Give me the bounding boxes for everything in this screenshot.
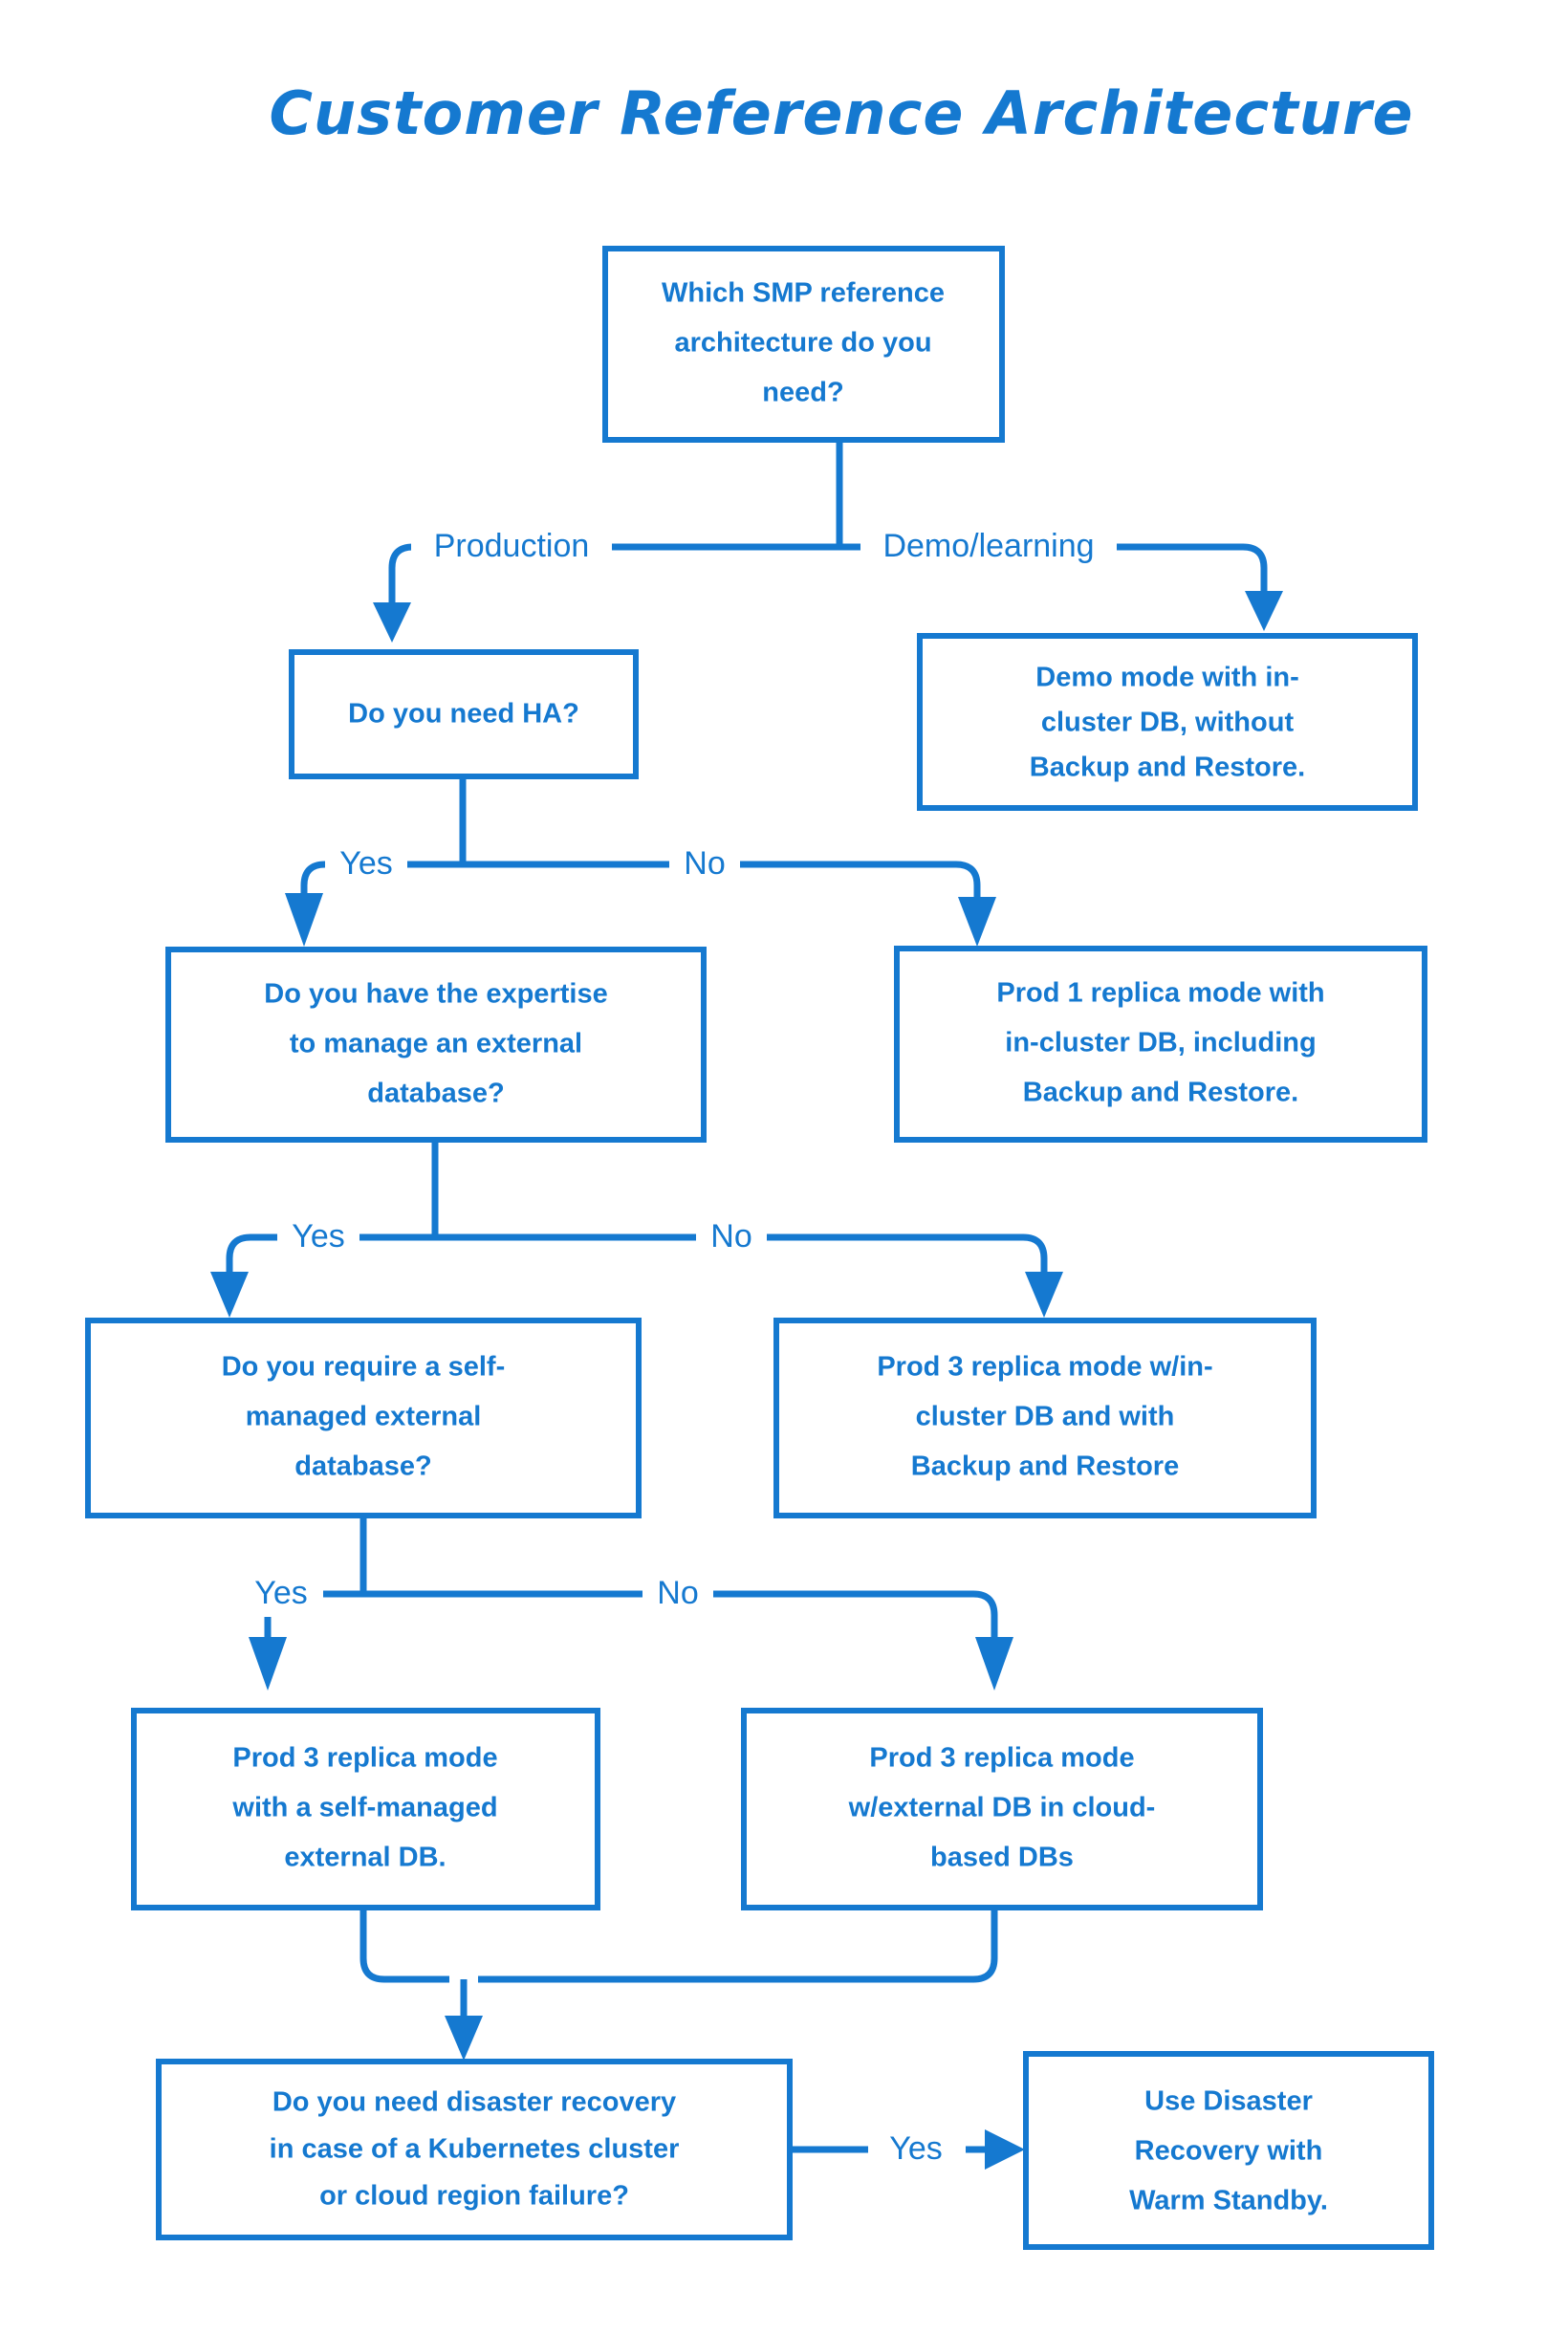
label-bg-ha-yes xyxy=(325,841,407,887)
node-use-disaster-recovery-warm-standby-outcome[interactable]: Use Disaster Recovery with Warm Standby. xyxy=(1023,2051,1434,2250)
node-box-expertise xyxy=(165,947,707,1143)
node-box-prod3-selfmanaged xyxy=(131,1708,600,1910)
node-box-self-managed xyxy=(85,1318,642,1518)
node-root-line-1: Which SMP reference xyxy=(662,278,945,309)
node-expertise-line-3: database? xyxy=(367,1079,504,1109)
node-box-warm-standby xyxy=(1023,2051,1434,2250)
label-bg-demo-learning xyxy=(860,524,1117,570)
edge-label-ha-yes: Yes xyxy=(339,845,392,882)
node-do-you-have-expertise[interactable]: Do you have the expertise to manage an e… xyxy=(165,947,707,1143)
node-self-managed-line-1: Do you require a self- xyxy=(222,1352,506,1383)
node-demo-mode-line-2: cluster DB, without xyxy=(1041,708,1295,738)
node-prod1-line-2: in-cluster DB, including xyxy=(1005,1028,1316,1058)
node-prod3-cloud-line-2: w/external DB in cloud- xyxy=(848,1793,1156,1823)
node-root-line-2: architecture do you xyxy=(674,328,931,359)
node-box-disaster-recovery xyxy=(156,2059,793,2240)
node-do-you-need-disaster-recovery[interactable]: Do you need disaster recovery in case of… xyxy=(156,2059,793,2240)
arrow-selfmanaged-no xyxy=(975,1637,1013,1691)
edge-label-ha-no: No xyxy=(684,845,725,882)
node-box-root xyxy=(602,246,1005,443)
label-bg-ha-no xyxy=(669,841,740,887)
node-self-managed-line-2: managed external xyxy=(246,1402,482,1432)
node-demo-mode-outcome[interactable]: Demo mode with in- cluster DB, without B… xyxy=(917,633,1418,811)
edge-label-production: Production xyxy=(434,528,590,564)
node-prod3-incluster-line-3: Backup and Restore xyxy=(911,1451,1179,1482)
edge-merge-right xyxy=(478,1908,998,1983)
edge-label-expertise-no: No xyxy=(710,1218,751,1255)
node-prod-3-replica-incluster-outcome[interactable]: Prod 3 replica mode w/in- cluster DB and… xyxy=(773,1318,1317,1518)
node-self-managed-line-3: database? xyxy=(294,1451,431,1482)
edge-expertise-no xyxy=(435,1233,1048,1272)
node-warm-standby-line-1: Use Disaster xyxy=(1144,2086,1313,2117)
node-demo-mode-line-3: Backup and Restore. xyxy=(1030,753,1305,783)
label-bg-production xyxy=(411,524,612,570)
node-dr-line-1: Do you need disaster recovery xyxy=(272,2087,676,2118)
node-do-you-require-self-managed-db[interactable]: Do you require a self- managed external … xyxy=(85,1318,642,1518)
edge-root-to-demo xyxy=(839,543,1268,591)
edge-merge-left xyxy=(359,1908,449,1983)
arrow-expertise-yes xyxy=(210,1272,249,1318)
node-box-prod3-cloud xyxy=(741,1708,1263,1910)
arrow-to-disaster-recovery xyxy=(445,2016,483,2061)
node-expertise-line-1: Do you have the expertise xyxy=(264,979,607,1010)
edge-label-dr-yes: Yes xyxy=(889,2130,942,2167)
node-prod3-incluster-line-1: Prod 3 replica mode w/in- xyxy=(877,1352,1212,1383)
page-title: Customer Reference Architecture xyxy=(269,78,1413,148)
node-do-you-need-ha[interactable]: Do you need HA? xyxy=(289,649,639,779)
node-prod1-line-3: Backup and Restore. xyxy=(1023,1078,1298,1108)
label-bg-selfmanaged-yes xyxy=(239,1571,323,1617)
node-root-line-3: need? xyxy=(762,378,843,408)
arrow-ha-yes xyxy=(285,893,323,947)
node-prod-1-replica-outcome[interactable]: Prod 1 replica mode with in-cluster DB, … xyxy=(894,946,1427,1143)
node-prod3-selfmanaged-line-3: external DB. xyxy=(284,1843,446,1873)
label-bg-expertise-yes xyxy=(277,1214,359,1260)
edge-label-selfmanaged-yes: Yes xyxy=(254,1575,307,1611)
node-dr-line-3: or cloud region failure? xyxy=(319,2181,629,2212)
node-prod3-incluster-line-2: cluster DB and with xyxy=(916,1402,1175,1432)
node-prod-3-replica-cloud-outcome[interactable]: Prod 3 replica mode w/external DB in clo… xyxy=(741,1708,1263,1910)
node-need-ha-line-1: Do you need HA? xyxy=(348,699,579,730)
node-box-prod3-incluster xyxy=(773,1318,1317,1518)
node-demo-mode-line-1: Demo mode with in- xyxy=(1035,663,1299,693)
edge-selfmanaged-no xyxy=(363,1590,998,1637)
arrow-demo xyxy=(1245,591,1283,631)
node-box-demo-mode xyxy=(917,633,1418,811)
node-box-need-ha xyxy=(289,649,639,779)
label-bg-selfmanaged-no xyxy=(642,1571,713,1617)
arrow-ha-no xyxy=(958,897,996,947)
node-dr-line-2: in case of a Kubernetes cluster xyxy=(270,2134,680,2165)
arrow-production xyxy=(373,602,411,643)
node-which-smp-reference-architecture[interactable]: Which SMP reference architecture do you … xyxy=(602,246,1005,443)
edge-ha-yes xyxy=(300,861,463,893)
node-warm-standby-line-3: Warm Standby. xyxy=(1129,2186,1328,2216)
edge-label-selfmanaged-no: No xyxy=(657,1575,698,1611)
node-prod3-cloud-line-1: Prod 3 replica mode xyxy=(869,1743,1134,1774)
node-warm-standby-line-2: Recovery with xyxy=(1135,2136,1323,2167)
label-bg-expertise-no xyxy=(696,1214,767,1260)
node-prod3-cloud-line-3: based DBs xyxy=(930,1843,1074,1873)
node-prod3-selfmanaged-line-2: with a self-managed xyxy=(231,1793,497,1823)
node-prod1-line-1: Prod 1 replica mode with xyxy=(996,978,1324,1009)
edge-ha-no xyxy=(463,861,981,897)
node-expertise-line-2: to manage an external xyxy=(290,1029,582,1059)
edge-label-expertise-yes: Yes xyxy=(292,1218,344,1255)
arrow-selfmanaged-yes xyxy=(249,1637,287,1691)
label-bg-dr-yes xyxy=(868,2127,964,2172)
node-box-prod1-replica xyxy=(894,946,1427,1143)
edge-label-demo-learning: Demo/learning xyxy=(882,528,1094,564)
arrow-dr-yes xyxy=(985,2129,1025,2170)
edge-expertise-yes xyxy=(226,1233,435,1272)
arrow-expertise-no xyxy=(1025,1272,1063,1318)
node-prod-3-replica-self-managed-outcome[interactable]: Prod 3 replica mode with a self-managed … xyxy=(131,1708,600,1910)
node-prod3-selfmanaged-line-1: Prod 3 replica mode xyxy=(232,1743,497,1774)
